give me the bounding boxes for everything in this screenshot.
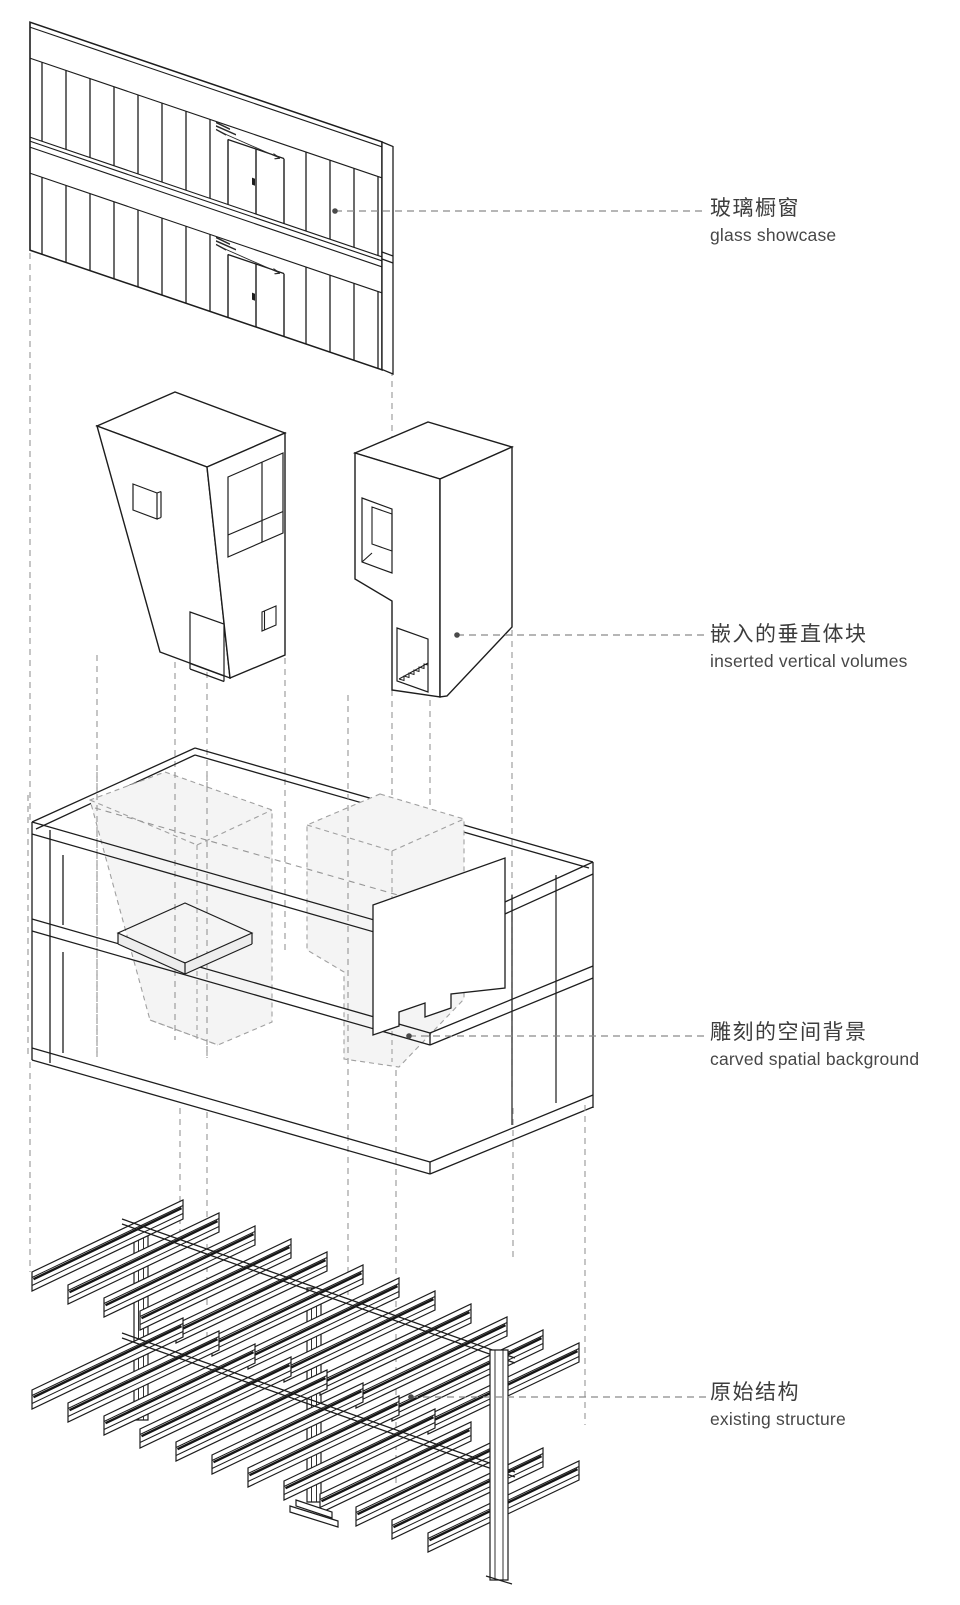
interior-wall [372,857,506,1036]
label-en: carved spatial background [710,1049,920,1069]
stair-opening [396,627,429,693]
window-opening [132,483,162,520]
door-handle-icon [252,177,255,186]
left-volume [95,391,287,683]
label-cn: 雕刻的空间背景 [710,1021,868,1044]
staircase-icon [398,662,429,682]
label-en: glass showcase [710,225,837,245]
existing-structure-drawing [30,1198,581,1585]
slab-hole [116,902,254,975]
door-lower [227,253,285,337]
column-foot [485,1575,513,1585]
label-cn: 嵌入的垂直体块 [710,623,868,646]
leader-dot [332,208,338,214]
mid-slab [31,918,594,1046]
label-en: inserted vertical volumes [710,651,908,671]
label-glass-showcase: 玻璃橱窗 glass showcase [710,196,836,248]
door-upper [227,138,285,224]
steel-column-tall [485,1349,513,1585]
large-opening [227,452,284,558]
label-cn: 原始结构 [710,1381,800,1404]
inserted-vertical-volumes-drawing [95,391,515,698]
edge-beam-lower [121,1332,516,1478]
label-cn: 玻璃橱窗 [710,197,800,220]
right-end-frame [511,875,557,1125]
label-en: existing structure [710,1409,846,1429]
column-base-plate [289,1499,339,1528]
ghost-left-volume [89,771,273,1046]
door-arrow-upper [219,131,281,160]
carved-spatial-background-drawing [31,695,594,1500]
label-inserted-vertical-volumes: 嵌入的垂直体块 inserted vertical volumes [710,622,908,674]
leader-lines [332,208,706,1400]
door-handle-icon [252,292,255,301]
small-window [261,605,277,632]
facade-return-edge [381,141,394,375]
glass-showcase-drawing [29,21,394,375]
label-existing-structure: 原始结构 existing structure [710,1380,846,1432]
left-end-wall [49,830,64,1063]
bottom-slab [31,1047,594,1175]
leader-dot [454,632,460,638]
leader-dot [406,1033,412,1039]
door-opening [189,611,225,683]
window-opening [361,497,393,574]
door-arrow-lower [219,246,281,275]
edge-beam-upper [121,1218,516,1364]
mullions-upper-band [41,62,379,256]
mullions-lower-band [41,177,379,369]
label-carved-spatial-background: 雕刻的空间背景 carved spatial background [710,1020,919,1072]
right-volume [352,421,515,698]
leader-dot [408,1394,414,1400]
